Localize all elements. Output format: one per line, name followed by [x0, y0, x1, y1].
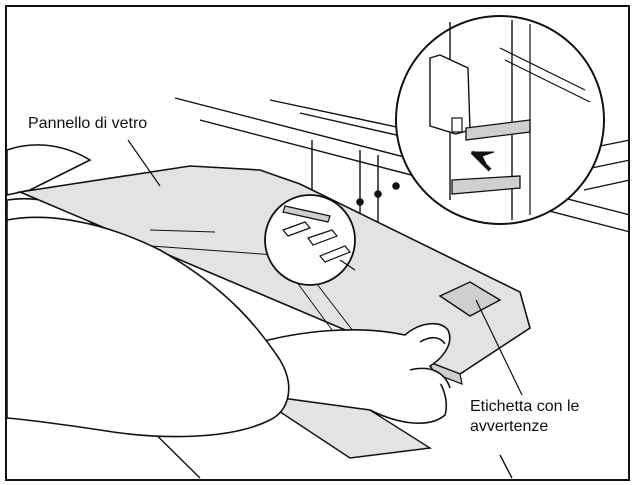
glass-panel-callout: Pannello di vetro [28, 114, 148, 134]
warning-label-line-1: Etichetta con le [470, 398, 580, 415]
warning-label-line-2: avvertenze [470, 418, 549, 435]
glass-panel-leader [127, 139, 161, 187]
right-sleeve [6, 216, 290, 438]
zoom-connector-dots [356, 182, 400, 206]
detail-zoom-circle [264, 194, 356, 286]
warning-label-leader [475, 299, 523, 396]
detail-zoom-circle-top [395, 15, 605, 225]
right-hand [249, 322, 451, 424]
warning-label-patch [438, 281, 502, 317]
warning-label-callout: Etichetta con le avvertenze [470, 397, 580, 437]
frame-border [5, 5, 630, 481]
